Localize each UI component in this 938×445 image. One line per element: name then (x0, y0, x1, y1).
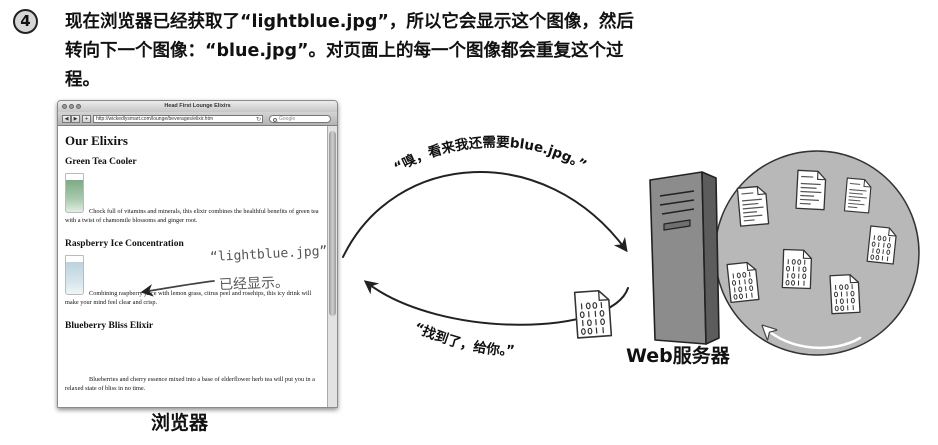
forward-button[interactable]: ▶ (71, 115, 80, 123)
search-input[interactable] (279, 116, 329, 122)
magnifier-icon (273, 117, 277, 122)
server-label: Web服务器 (626, 345, 730, 367)
binary-file-icon (726, 260, 760, 304)
request-speech-text: “嗅，看来我还需要blue.jpg。” (391, 134, 589, 177)
elixir-item: Blueberries and cherry essence mixed int… (65, 337, 323, 393)
vertical-scrollbar[interactable] (327, 126, 337, 407)
text-file-icon (795, 169, 827, 211)
elixir-title: Raspberry Ice Concentration (65, 239, 184, 249)
request-speech: “嗅，看来我还需要blue.jpg。” (391, 134, 589, 177)
back-arrow-icon: ◀ (64, 116, 69, 122)
forward-arrow-icon: ▶ (73, 116, 78, 122)
search-box[interactable] (269, 115, 331, 123)
address-input[interactable] (94, 116, 254, 122)
step-number-badge: 4 (13, 9, 38, 34)
reload-icon[interactable]: ↻ (255, 116, 261, 123)
scrollbar-thumb[interactable] (329, 131, 336, 316)
binary-file-icon (829, 273, 861, 315)
elixir-item: Combining raspberry juice with lemon gra… (65, 255, 323, 307)
raspberry-glass-image (65, 255, 84, 295)
server-tower-front (649, 171, 707, 345)
elixir-title: Blueberry Bliss Elixir (65, 321, 154, 331)
browser-window: Head First Lounge Elixirs ◀ ▶ + ↻ Our El… (57, 100, 338, 408)
step-description-line: 转向下一个图像：“blue.jpg”。对页面上的每一个图像都会重复这个过 (65, 41, 624, 61)
annotation-note: 已经显示。 (218, 274, 290, 294)
web-page-content: Our Elixirs Green Tea Cooler Chock full … (58, 126, 329, 407)
browser-toolbar: ◀ ▶ + ↻ (58, 112, 337, 126)
response-speech-text: “找到了，给你。” (411, 320, 515, 359)
step-description-line: 程。 (65, 70, 100, 90)
browser-titlebar: Head First Lounge Elixirs (58, 101, 337, 112)
response-speech: “找到了，给你。” (411, 320, 515, 359)
window-title: Head First Lounge Elixirs (164, 103, 231, 109)
request-arrow (342, 171, 628, 258)
step-description: 现在浏览器已经获取了“lightblue.jpg”，所以它会显示这个图像，然后 … (65, 8, 634, 95)
elixir-description: Blueberries and cherry essence mixed int… (65, 376, 315, 392)
server-cycle-arrow (764, 327, 862, 350)
server-storage-circle (714, 150, 920, 356)
binary-file-icon (866, 225, 898, 265)
window-close-button[interactable] (62, 104, 67, 109)
binary-file-icon (781, 248, 813, 290)
elixir-description: Chock full of vitamins and minerals, thi… (65, 208, 319, 224)
window-zoom-button[interactable] (76, 104, 81, 109)
binary-file-icon (573, 289, 613, 339)
elixir-title: Green Tea Cooler (65, 157, 137, 167)
text-file-icon (736, 185, 770, 227)
response-arrow (363, 280, 629, 326)
elixir-description: Combining raspberry juice with lemon gra… (65, 290, 312, 306)
back-button[interactable]: ◀ (62, 115, 71, 123)
elixir-item: Chock full of vitamins and minerals, thi… (65, 173, 323, 225)
add-bookmark-button[interactable]: + (82, 115, 91, 123)
step-description-line: 现在浏览器已经获取了“lightblue.jpg”，所以它会显示这个图像，然后 (65, 12, 634, 32)
server-tower-icon (649, 171, 720, 345)
window-minimize-button[interactable] (69, 104, 74, 109)
page-title: Our Elixirs (65, 133, 128, 148)
green-tea-glass-image (65, 173, 84, 213)
text-file-icon (843, 177, 873, 214)
blueberry-image-placeholder (65, 337, 89, 381)
plus-icon: + (84, 116, 89, 122)
address-bar[interactable]: ↻ (93, 115, 263, 123)
server-tower-side (701, 171, 720, 345)
browser-label: 浏览器 (151, 412, 209, 434)
